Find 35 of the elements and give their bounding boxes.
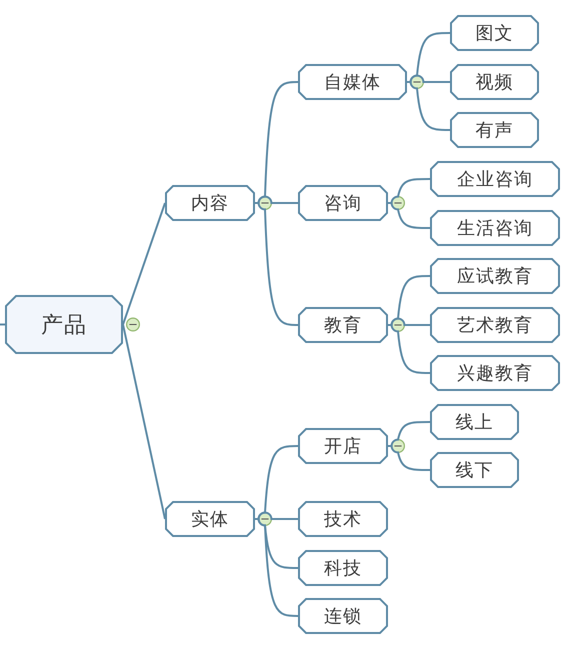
topic-box: 线下	[430, 452, 519, 488]
connector-line	[122, 324, 166, 520]
topic-box: 应试教育	[430, 258, 560, 294]
topic-box: 兴趣教育	[430, 355, 560, 391]
connector-line	[255, 512, 298, 520]
connector-line	[407, 74, 450, 83]
connector-line	[255, 202, 298, 326]
topic-box: 艺术教育	[430, 307, 560, 343]
connector-line	[388, 178, 430, 204]
topic-box: 自媒体	[298, 64, 407, 100]
connector-line	[407, 81, 450, 131]
connector-line	[255, 518, 298, 617]
topic-box: 视频	[450, 64, 539, 100]
topic-box: 有声	[450, 112, 539, 148]
topic-box: 内容	[165, 185, 255, 221]
topic-box: 科技	[298, 550, 388, 586]
topic-box: 教育	[298, 307, 388, 343]
topic-box: 开店	[298, 428, 388, 464]
topic-box: 连锁	[298, 598, 388, 634]
connector-line	[388, 202, 430, 229]
topic-box: 实体	[165, 501, 255, 537]
connector-line	[255, 196, 298, 204]
topic-box: 线上	[430, 404, 519, 440]
topic-box: 咨询	[298, 185, 388, 221]
connector-line	[388, 324, 430, 374]
topic-box: 企业咨询	[430, 161, 560, 197]
topic-box: 图文	[450, 15, 539, 51]
connector-line	[388, 445, 430, 471]
connector-line	[388, 318, 430, 326]
topic-box: 技术	[298, 501, 388, 537]
connector-line	[122, 202, 166, 325]
topic-box: 产品	[5, 295, 123, 354]
topic-box: 生活咨询	[430, 210, 560, 246]
connector-line	[0, 324, 5, 326]
connector-line	[388, 421, 430, 447]
